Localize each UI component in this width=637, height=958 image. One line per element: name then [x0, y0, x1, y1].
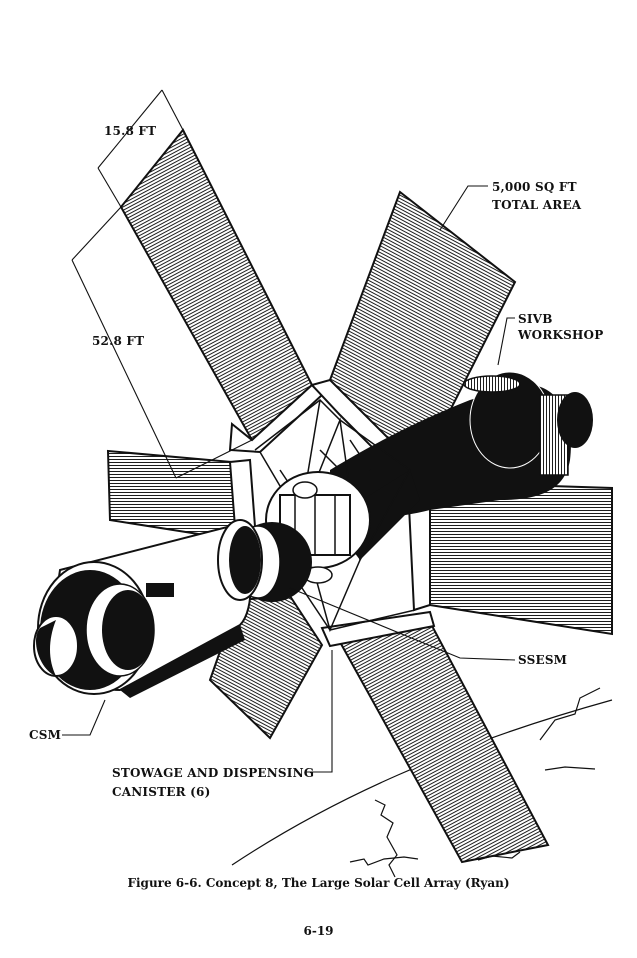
solar-array-illustration	[33, 89, 613, 878]
stowage-label-line1: STOWAGE AND DISPENSING	[112, 766, 315, 780]
solar-panel-left	[106, 449, 258, 542]
solar-panel-lower-right	[320, 610, 550, 864]
total-area-label-line1: 5,000 SQ FT	[492, 180, 577, 194]
csm-label: CSM	[29, 728, 62, 742]
width-dimension-label: 15.8 FT	[104, 124, 157, 138]
page-number: 6-19	[303, 924, 334, 938]
stowage-label-line2: CANISTER (6)	[112, 785, 211, 799]
leader-lines	[62, 185, 516, 773]
sivb-label-line1: SIVB	[518, 312, 553, 326]
dimension-lines	[71, 89, 253, 479]
solar-panel-upper-left	[119, 128, 324, 454]
sivb-label-line2: WORKSHOP	[518, 328, 604, 342]
length-dimension-label: 52.8 FT	[92, 334, 145, 348]
total-area-label-line2: TOTAL AREA	[492, 198, 582, 212]
csm-spacecraft	[33, 519, 263, 698]
figure-caption: Figure 6-6. Concept 8, The Large Solar C…	[127, 876, 510, 890]
ssesm-label: SSESM	[518, 653, 568, 667]
